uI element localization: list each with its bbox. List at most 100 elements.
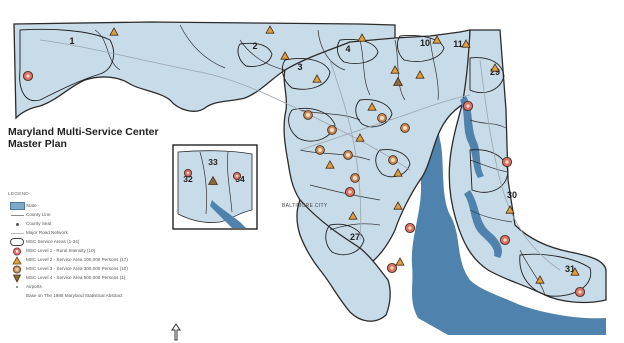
legend-label: County Line — [26, 212, 51, 217]
county-line-swatch — [10, 214, 24, 216]
service-area-swatch — [10, 238, 24, 247]
msc-level3-icon — [377, 113, 387, 123]
msc-level2-icon — [265, 25, 275, 34]
level1-icon — [13, 247, 21, 256]
legend: LEGEND State County Line County Seat Maj… — [8, 192, 178, 301]
legend-label: Major Road Network — [26, 230, 68, 235]
inset-harbor — [210, 200, 246, 228]
legend-row-service-area: MSC Service Areas (1-34) — [8, 238, 178, 247]
legend-row-state: State — [8, 202, 178, 211]
msc-level1-icon — [404, 222, 416, 234]
msc-level3-icon — [343, 150, 353, 160]
map-title: Maryland Multi-Service Center Master Pla… — [8, 126, 159, 150]
service-area-number: 11 — [453, 39, 463, 49]
msc-level2-icon — [415, 70, 425, 79]
legend-label: State — [26, 203, 37, 208]
map-title-line-2: Master Plan — [8, 138, 67, 150]
level3-icon — [13, 265, 21, 274]
msc-level2-icon — [432, 35, 442, 44]
msc-level1-icon — [232, 171, 242, 181]
msc-level2-icon — [367, 102, 377, 111]
north-arrow-icon — [170, 323, 182, 341]
legend-row-county-seat: County Seat — [8, 220, 178, 229]
service-area-number: 29 — [490, 67, 500, 77]
state-land-eastern-shore — [448, 29, 607, 304]
eastern-shore-river-2 — [464, 190, 502, 258]
msc-level2-icon — [109, 27, 119, 36]
legend-row-level1: MSC Level 1 - Rural Intensity (10) — [8, 247, 178, 256]
msc-level2-icon — [395, 257, 405, 266]
msc-level4-icon — [207, 175, 219, 185]
service-area-number: 27 — [350, 232, 360, 242]
county-seat-swatch — [15, 222, 19, 226]
msc-level1-icon — [501, 156, 513, 168]
msc-level2-icon — [312, 74, 322, 83]
service-area-number: 34 — [235, 174, 245, 184]
msc-level3-icon — [400, 123, 410, 133]
msc-level1-icon — [574, 286, 586, 298]
map-title-line-1: Maryland Multi-Service Center — [8, 126, 159, 138]
inset-dividers — [199, 151, 233, 215]
legend-label: MSC Level 3 - Service Area 300,000 Perso… — [26, 266, 128, 271]
road-swatch — [10, 232, 24, 234]
inset-land — [177, 150, 253, 223]
msc-level1-icon — [344, 186, 356, 198]
msc-level2-icon — [461, 39, 471, 48]
msc-level1-icon — [462, 100, 474, 112]
legend-label: County Seat — [26, 221, 52, 226]
service-area-number: 31 — [565, 264, 575, 274]
legend-label: MSC Service Areas (1-34) — [26, 239, 80, 244]
legend-label: MSC Level 1 - Rural Intensity (10) — [26, 248, 96, 253]
msc-level2-icon — [280, 51, 290, 60]
level2-icon — [12, 255, 22, 265]
chesapeake-bay — [411, 90, 606, 335]
msc-level3-icon — [388, 155, 398, 165]
service-area-outlines — [19, 28, 592, 297]
msc-level3-icon — [327, 125, 337, 135]
msc-level4-icon — [392, 76, 404, 86]
baltimore-city-inset — [172, 144, 258, 230]
msc-level2-icon — [393, 201, 403, 210]
msc-level2-icon — [390, 65, 400, 74]
msc-level3-icon — [350, 173, 360, 183]
msc-level1-icon — [22, 70, 34, 82]
legend-row-level3: MSC Level 3 - Service Area 300,000 Perso… — [8, 265, 178, 274]
msc-level2-icon — [357, 33, 367, 42]
service-area-number: 32 — [183, 174, 193, 184]
service-area-number: 3 — [297, 62, 302, 72]
service-area-number: 2 — [252, 41, 257, 51]
level4-icon — [12, 274, 22, 283]
service-area-number: 30 — [507, 190, 517, 200]
legend-title: LEGEND — [8, 192, 29, 197]
msc-level3-icon — [315, 145, 325, 155]
msc-level2-icon — [535, 275, 545, 284]
legend-footnote-row: Base on The 1988 Maryland Statistical Ab… — [8, 292, 178, 301]
msc-level2-icon — [505, 205, 515, 214]
legend-row-level2: MSC Level 2 - Service Area 100,000 Perso… — [8, 255, 178, 265]
legend-label: MSC Level 4 - Service Area 500,000 Perso… — [26, 275, 126, 280]
msc-level2-icon — [490, 63, 500, 72]
msc-level1-icon — [386, 262, 398, 274]
state-swatch — [9, 202, 25, 211]
legend-label: MSC Level 2 - Service Area 100,000 Perso… — [26, 257, 128, 262]
legend-row-county-line: County Line — [8, 211, 178, 220]
legend-row-road: Major Road Network — [8, 229, 178, 238]
eastern-shore-river — [460, 96, 484, 178]
legend-row-airport: Airports — [8, 283, 178, 292]
msc-level3-icon — [303, 110, 313, 120]
msc-level1-icon — [499, 234, 511, 246]
service-area-number: 33 — [208, 157, 218, 167]
msc-level2-icon — [325, 160, 335, 169]
msc-level2-icon — [348, 211, 358, 220]
legend-row-level4: MSC Level 4 - Service Area 500,000 Perso… — [8, 274, 178, 283]
msc-level1-icon — [183, 168, 193, 178]
msc-level-markers — [22, 25, 586, 298]
msc-level2-icon — [393, 168, 403, 177]
service-area-number: 10 — [420, 38, 430, 48]
service-area-number: 4 — [345, 44, 350, 54]
airport-swatch — [16, 286, 18, 289]
legend-label: Airports — [26, 284, 42, 289]
